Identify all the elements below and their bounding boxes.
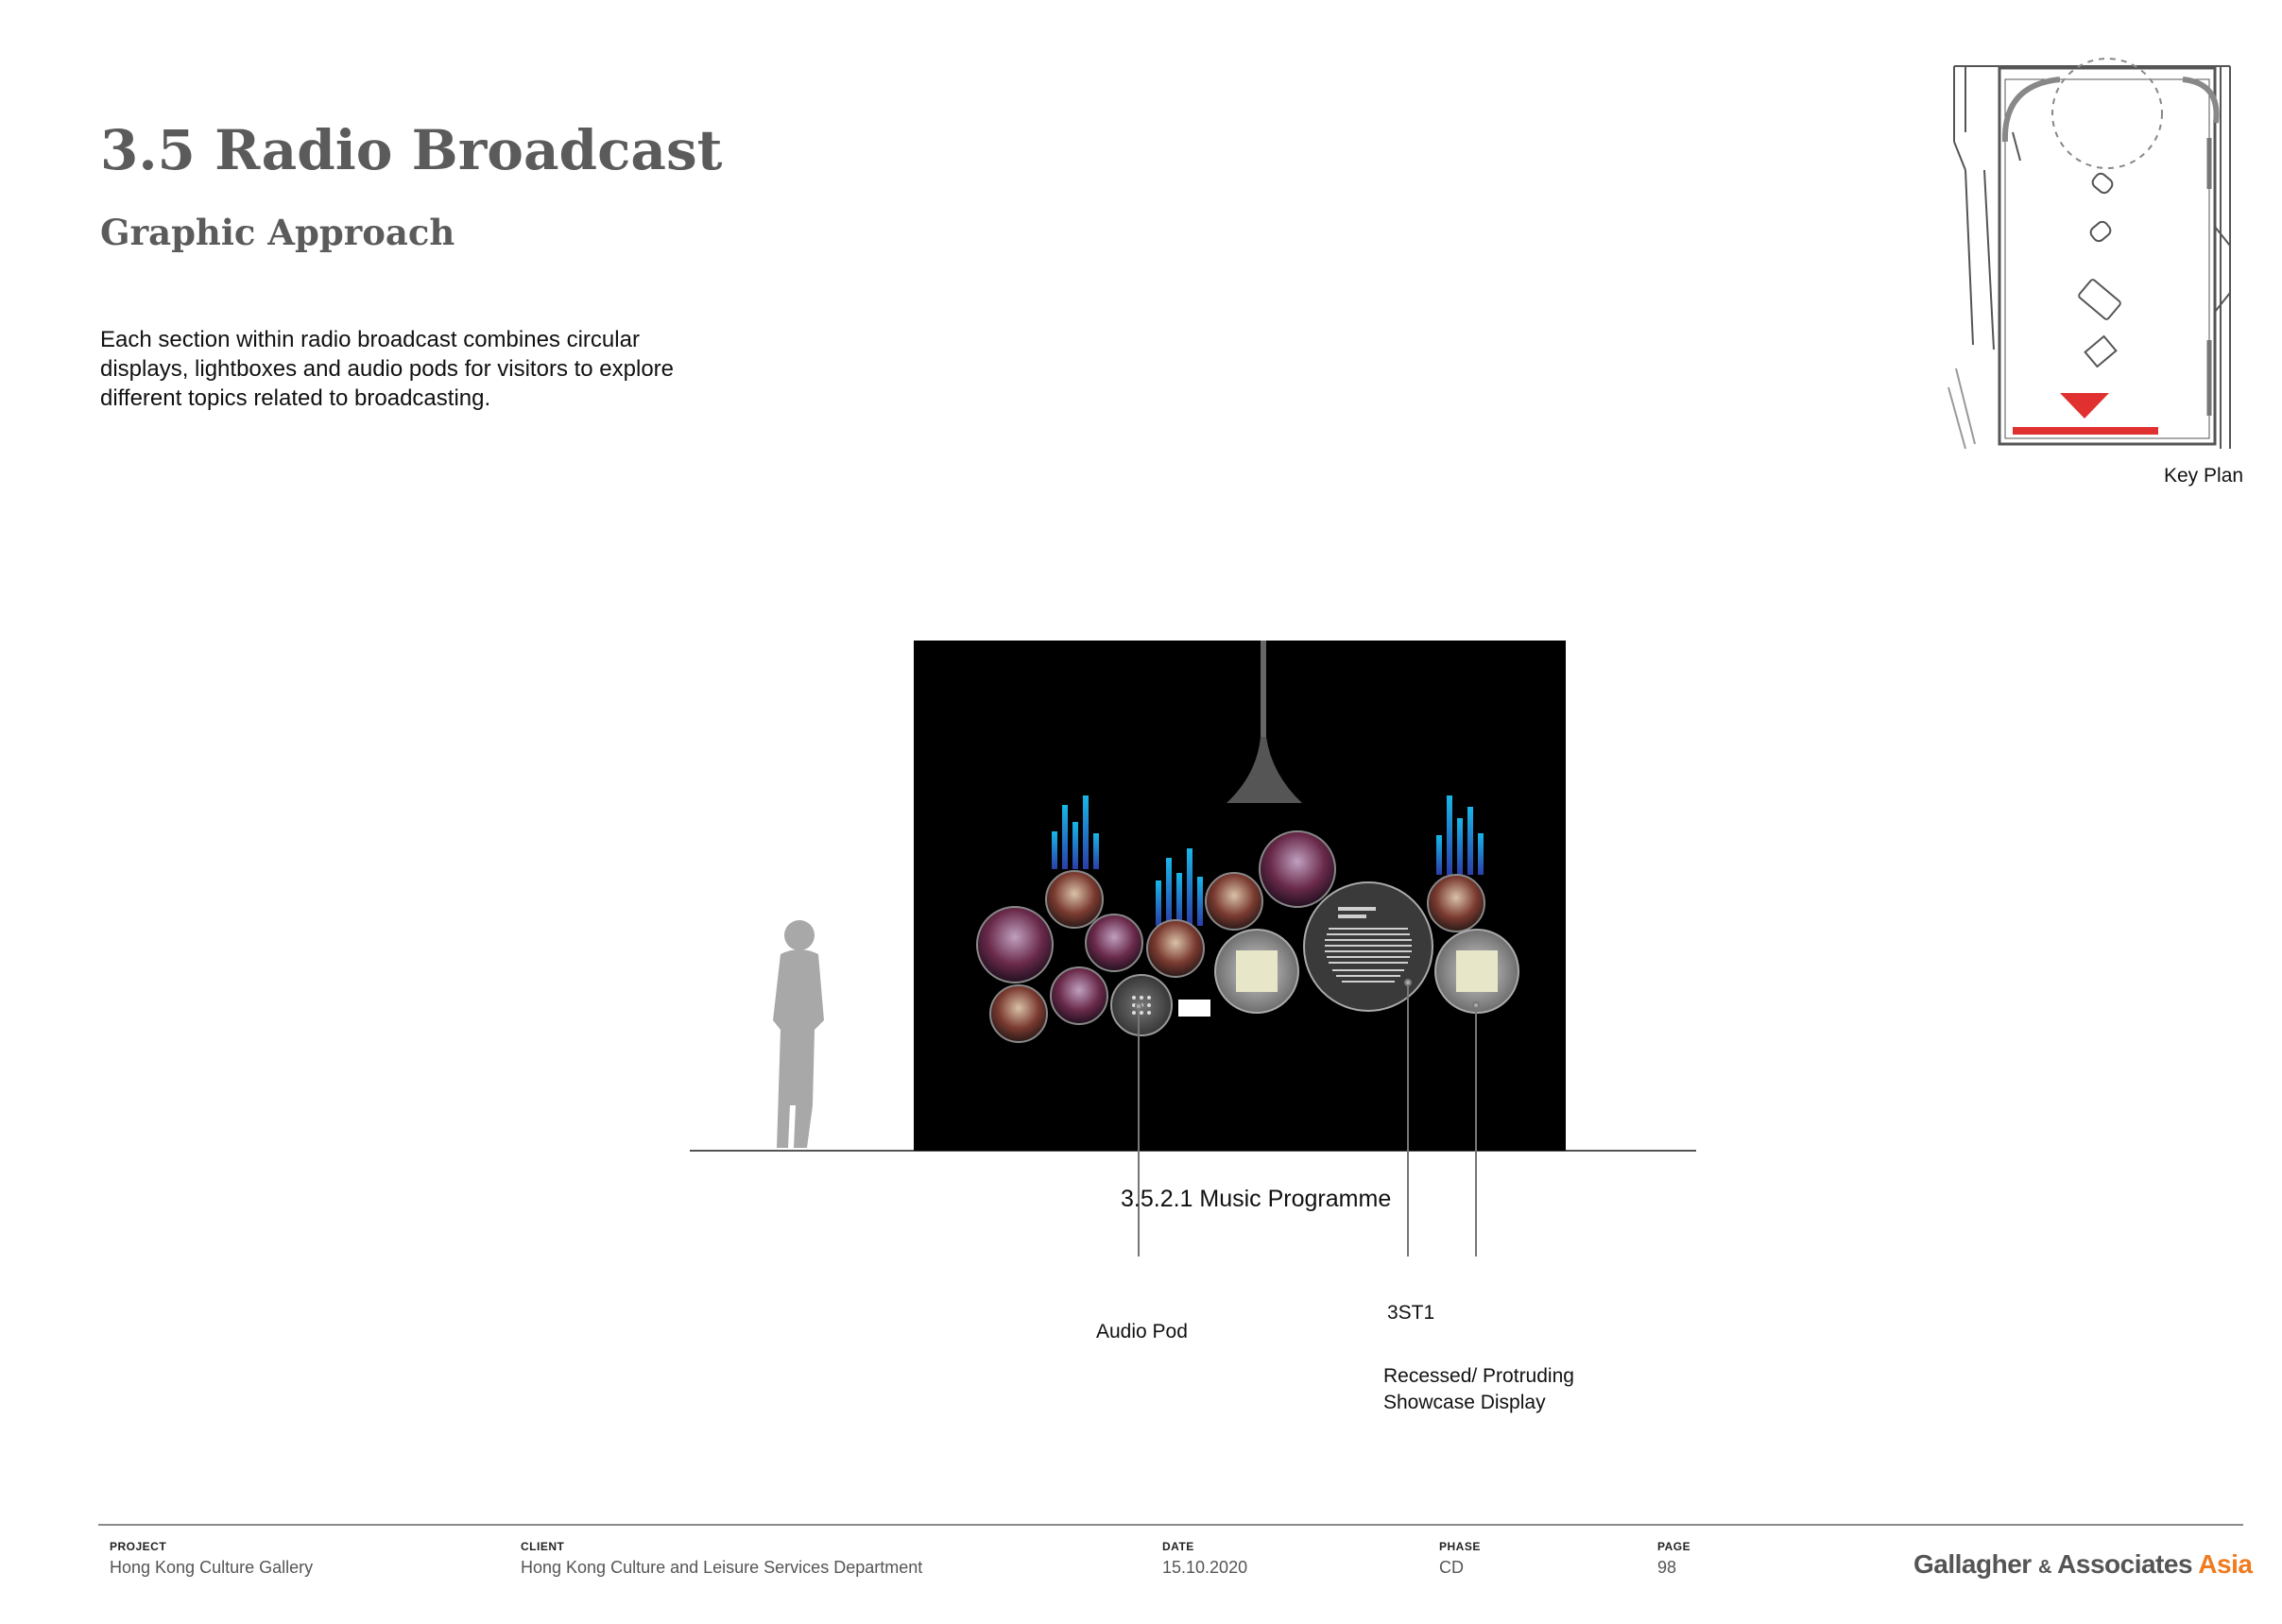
st1-callout: 3ST1 bbox=[1387, 1302, 1435, 1324]
intro-paragraph: Each section within radio broadcast comb… bbox=[100, 327, 675, 411]
footer-project-value: Hong Kong Culture Gallery bbox=[110, 1558, 314, 1577]
text-panel-lines bbox=[1325, 907, 1412, 983]
equalizer-graphic bbox=[1052, 795, 1099, 869]
audio-pod-label-plate bbox=[1178, 1000, 1210, 1017]
showcase-callout-line2: Showcase Display bbox=[1383, 1392, 1546, 1413]
equalizer-graphic bbox=[1156, 848, 1203, 926]
pendant-lamp-stem bbox=[1261, 641, 1266, 744]
footer-page-label: PAGE bbox=[1657, 1540, 1691, 1553]
section-caption: 3.5.2.1 Music Programme bbox=[1121, 1186, 1392, 1212]
equalizer-graphic bbox=[1436, 795, 1484, 875]
footer-client: CLIENT Hong Kong Culture and Leisure Ser… bbox=[521, 1540, 922, 1578]
elevation-drawing bbox=[690, 641, 1696, 1256]
brand-assoc: Associates bbox=[2057, 1549, 2193, 1579]
showcase-callout-line1: Recessed/ Protruding bbox=[1383, 1365, 1574, 1387]
footer-client-label: CLIENT bbox=[521, 1540, 565, 1553]
footer-divider bbox=[98, 1524, 2243, 1526]
photo-display-circle bbox=[976, 830, 1485, 1043]
footer-page: PAGE 98 bbox=[1657, 1540, 1690, 1578]
showcase-callout: Recessed/ Protruding Showcase Display bbox=[1383, 1363, 1574, 1416]
footer-date-value: 15.10.2020 bbox=[1162, 1558, 1248, 1577]
footer-date: DATE 15.10.2020 bbox=[1162, 1540, 1247, 1578]
footer-client-value: Hong Kong Culture and Leisure Services D… bbox=[521, 1558, 923, 1577]
page-subtitle: Graphic Approach bbox=[100, 212, 455, 253]
key-plan-label: Key Plan bbox=[2164, 465, 2244, 487]
footer-phase-label: PHASE bbox=[1439, 1540, 1481, 1553]
footer-project: PROJECT Hong Kong Culture Gallery bbox=[110, 1540, 313, 1578]
footer-page-value: 98 bbox=[1657, 1558, 1677, 1577]
brand-main: Gallagher bbox=[1913, 1549, 2032, 1579]
brand-logo: Gallagher & Associates Asia bbox=[1913, 1549, 2253, 1580]
page-title: 3.5 Radio Broadcast bbox=[100, 118, 723, 182]
footer-project-label: PROJECT bbox=[110, 1540, 167, 1553]
pendant-lamp-shade bbox=[1227, 737, 1302, 803]
footer-date-label: DATE bbox=[1162, 1540, 1194, 1553]
footer-phase: PHASE CD bbox=[1439, 1540, 1481, 1578]
human-silhouette bbox=[773, 920, 824, 1148]
key-plan-drawing bbox=[1947, 58, 2231, 450]
brand-amp: & bbox=[2037, 1557, 2051, 1578]
brand-asia: Asia bbox=[2198, 1549, 2253, 1579]
audio-pod-callout: Audio Pod bbox=[1096, 1321, 1188, 1342]
footer-phase-value: CD bbox=[1439, 1558, 1464, 1577]
